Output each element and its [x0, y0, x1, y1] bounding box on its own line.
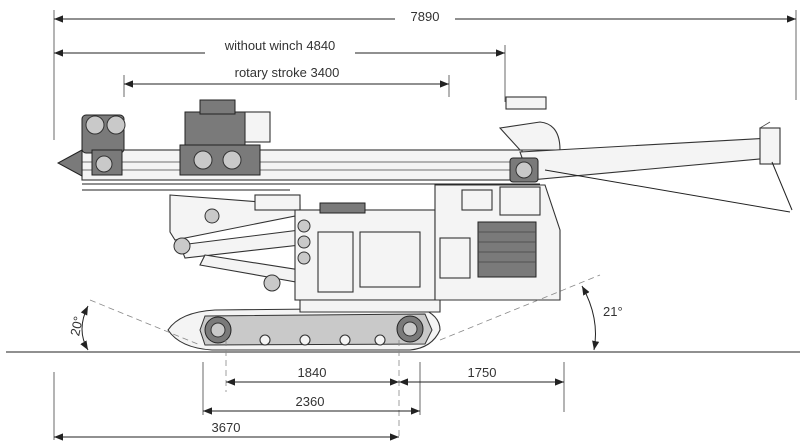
- overall-length-label: 7890: [411, 9, 440, 24]
- mast-nose: [56, 149, 83, 177]
- bottom-dimensions: 1840 1750 2360 3670: [53, 340, 565, 441]
- rear-reach-label: 1750: [468, 365, 497, 380]
- front-angle-indicator: 20°: [67, 299, 201, 351]
- front-to-track-label: 3670: [212, 420, 241, 435]
- mast-beam: [81, 149, 523, 181]
- rotary-stroke-dimension: rotary stroke 3400: [123, 65, 450, 97]
- overall-length-dimension: 7890: [53, 8, 797, 140]
- track-length-label: 2360: [296, 394, 325, 409]
- drilling-rig-illustration: [56, 96, 793, 351]
- without-winch-dimension: without winch 4840: [54, 38, 506, 102]
- rear-angle-label: 21°: [603, 304, 623, 319]
- rotary-stroke-label: rotary stroke 3400: [235, 65, 340, 80]
- track-length-dimension: 2360: [203, 394, 420, 415]
- rear-reach-dimension: 1750: [399, 365, 564, 386]
- front-angle-label: 20°: [67, 315, 86, 337]
- track-front-dimension: 1840: [226, 365, 399, 386]
- rear-angle-indicator: 21°: [439, 274, 623, 351]
- track-front-label: 1840: [298, 365, 327, 380]
- radiator: [477, 221, 537, 278]
- front-to-track-dimension: 3670: [54, 420, 399, 441]
- without-winch-label: without winch 4840: [224, 38, 336, 53]
